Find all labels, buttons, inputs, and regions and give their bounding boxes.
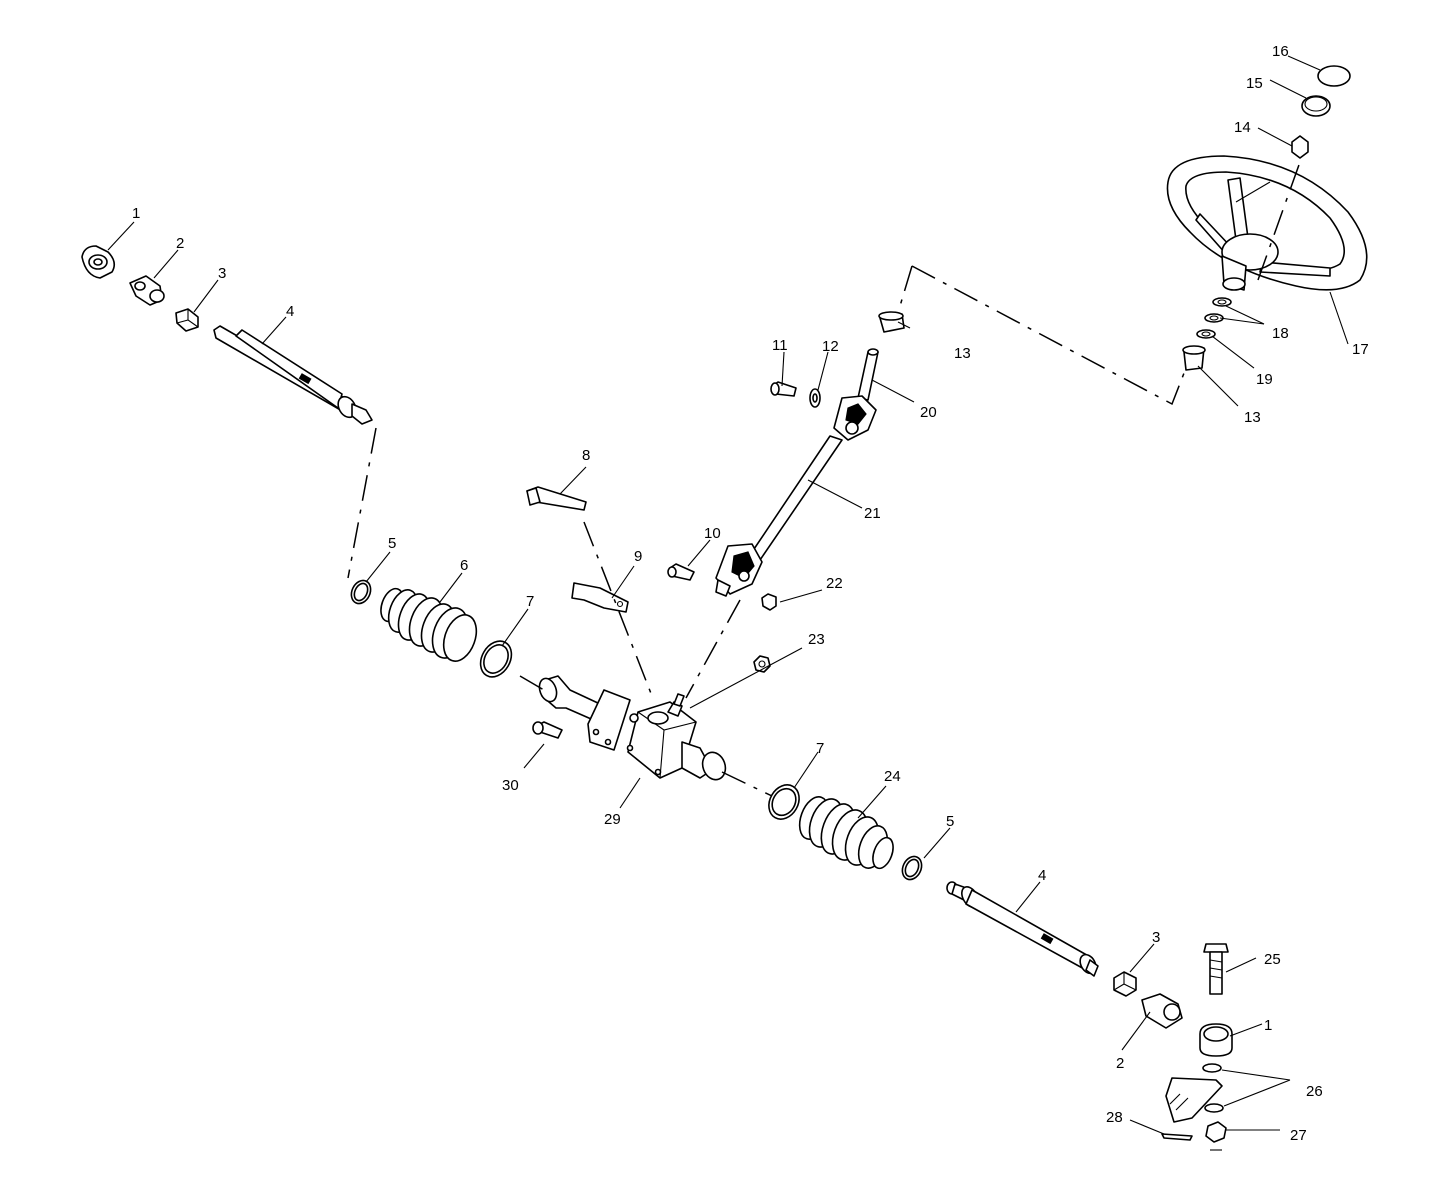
callout-4-right: 4 [1038, 867, 1046, 884]
callout-13-lower: 13 [1244, 409, 1261, 426]
callout-24: 24 [884, 768, 901, 785]
callout-15: 15 [1246, 75, 1263, 92]
callout-23: 23 [808, 631, 825, 648]
universal-joint-upper [833, 395, 877, 441]
callout-1-right: 1 [1264, 1017, 1272, 1034]
callout-25: 25 [1264, 951, 1281, 968]
center-cap [1301, 95, 1331, 117]
ball-joint-right [1141, 993, 1183, 1029]
wheel-nut [1291, 135, 1309, 159]
callout-5-right: 5 [946, 813, 954, 830]
callout-20: 20 [920, 404, 937, 421]
mounting-bolt [532, 721, 563, 739]
callout-29: 29 [604, 811, 621, 828]
cotter-pin [1161, 1133, 1193, 1141]
boot-clamp-left [350, 579, 372, 605]
boot-clamp-right [901, 855, 923, 881]
callout-18: 18 [1272, 325, 1289, 342]
callout-7: 7 [526, 593, 534, 610]
callout-19: 19 [1256, 371, 1273, 388]
bellows-boot-right [798, 796, 894, 870]
callout-30: 30 [502, 777, 519, 794]
callout-9: 9 [634, 548, 642, 565]
callout-4: 4 [286, 303, 294, 320]
bolt-10 [667, 563, 695, 581]
universal-joint-lower [715, 543, 763, 597]
callout-8: 8 [582, 447, 590, 464]
callout-17: 17 [1352, 341, 1369, 358]
spindle-arm [1165, 1077, 1223, 1123]
callout-3: 3 [218, 265, 226, 282]
callout-14: 14 [1234, 119, 1251, 136]
callout-22: 22 [826, 575, 843, 592]
callout-3-right: 3 [1152, 929, 1160, 946]
callout-labels: 1 2 3 4 5 6 7 8 9 10 11 12 13 13 14 15 1… [132, 43, 1369, 1144]
steering-shaft-upper [857, 348, 879, 401]
callout-27: 27 [1290, 1127, 1307, 1144]
leader-lines [107, 55, 1349, 1135]
ball-joint-left [129, 275, 165, 306]
castle-nut [1205, 1121, 1227, 1143]
steering-wheel [1166, 155, 1368, 291]
callout-28: 28 [1106, 1109, 1123, 1126]
nut-22 [761, 593, 777, 611]
tie-rod-end-left [81, 245, 116, 279]
steering-intermediate-shaft [749, 435, 843, 561]
callout-5: 5 [388, 535, 396, 552]
callout-21: 21 [864, 505, 881, 522]
washers-26 [1202, 1063, 1224, 1113]
boot-clamp-large-left [479, 640, 513, 678]
washer-12 [809, 388, 821, 408]
bolt-11 [770, 381, 797, 397]
washers-18-19 [1196, 297, 1232, 339]
callout-7-right: 7 [816, 740, 824, 757]
tie-rod-end-right [1199, 1023, 1233, 1057]
callout-12: 12 [822, 338, 839, 355]
callout-16: 16 [1272, 43, 1289, 60]
jam-nut-left [175, 308, 199, 332]
nut-23 [753, 655, 771, 673]
bushing-lower [1182, 345, 1206, 371]
callout-2-right: 2 [1116, 1055, 1124, 1072]
callout-6: 6 [460, 557, 468, 574]
long-bolt [526, 486, 587, 511]
jam-nut-right [1113, 971, 1137, 997]
flange-bolt [1203, 943, 1229, 995]
bracket [571, 582, 629, 613]
callout-26: 26 [1306, 1083, 1323, 1100]
callout-11: 11 [772, 337, 788, 354]
assembly-centerlines [347, 161, 1301, 797]
rack-and-pinion-housing [538, 675, 727, 781]
tie-rod-left [213, 325, 373, 425]
callout-1: 1 [132, 205, 140, 222]
callout-13-upper: 13 [954, 345, 971, 362]
bushing-upper [878, 311, 905, 333]
boot-clamp-large-right [768, 784, 800, 820]
tie-rod-right [946, 881, 1099, 977]
emblem [1317, 65, 1351, 87]
bellows-boot-left [380, 587, 478, 662]
callout-10: 10 [704, 525, 721, 542]
callout-2: 2 [176, 235, 184, 252]
